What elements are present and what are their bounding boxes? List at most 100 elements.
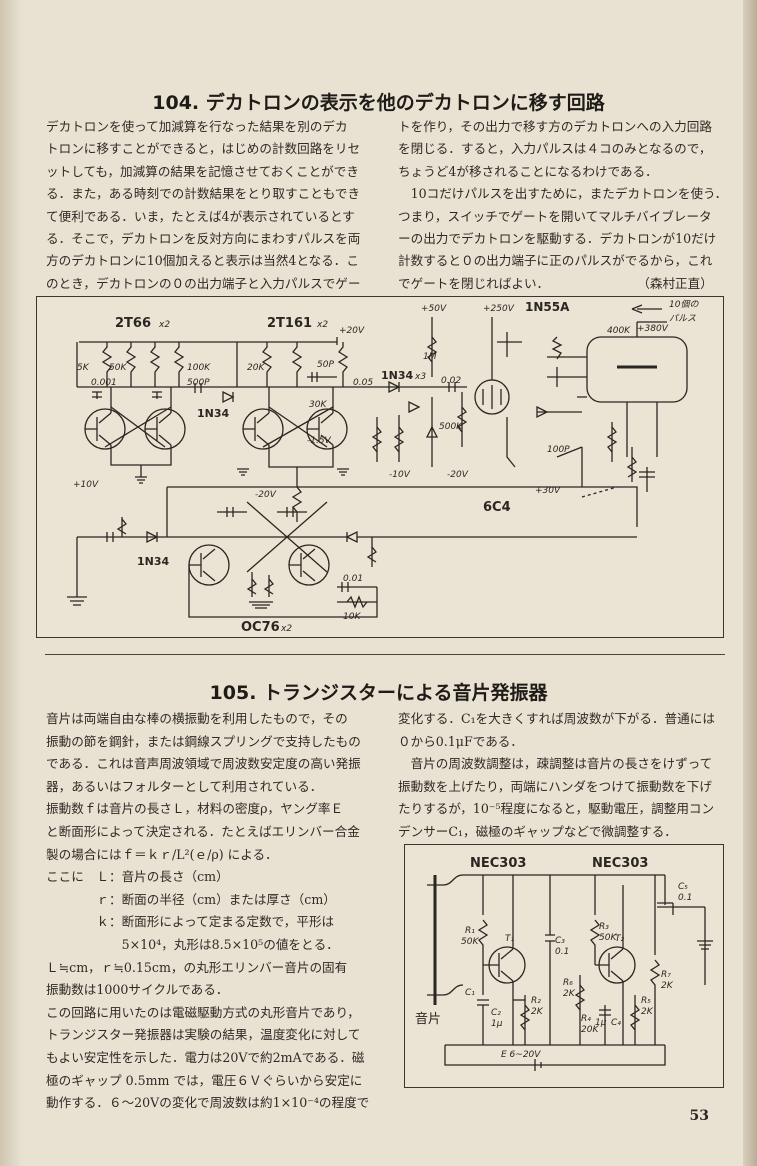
text-line: て便利である．いま，たとえば4が表示されているとす xyxy=(46,208,355,224)
label-6c4: 6C4 xyxy=(483,500,511,515)
label-r2: R₂ xyxy=(531,996,541,1006)
label-r6: R₆ xyxy=(563,978,573,988)
text-line: 変化する．C₁を大きくすれば周波数が下がる．普通には xyxy=(398,711,715,726)
text-line: 10コだけパルスを出すために，またデカトロンを使う． xyxy=(398,186,728,202)
text-line: ーの出力でデカトロンを駆動する．デカトロンが10だけ xyxy=(398,231,717,247)
label-t1: T₁ xyxy=(505,934,514,944)
text-line: 振動数を上げたり，両端にハンダをつけて振動数を下げ xyxy=(398,778,712,794)
label-oc76: OC76 xyxy=(241,620,280,635)
label-400k: 400K xyxy=(607,326,631,336)
book-spine-shadow xyxy=(0,0,22,1166)
text-line: ｒ：断面の半径（cm）または厚さ（cm） xyxy=(46,891,336,907)
label-r5-value: 2K xyxy=(641,1007,654,1017)
text-line: 製の場合にはｆ＝ｋｒ/L²(ｅ/ρ) による． xyxy=(46,846,278,862)
label-c5: C₅ xyxy=(678,882,688,892)
section-105-right-column: 変化する．C₁を大きくすれば周波数が下がる．普通には ０から0.1μFである． … xyxy=(398,708,715,844)
label-r3: R₃ xyxy=(599,922,609,932)
label-1n55a: 1N55A xyxy=(525,300,570,314)
decatron-circuit-figure: 2T66 x2 2T161 x2 +20V +50V +250V 1N55A 1… xyxy=(36,296,724,638)
text-line: 音片の周波数調整は，疎調整は音片の長さをけずって xyxy=(398,756,713,772)
section-104-title: 104. デカトロンの表示を他のデカトロンに移す回路 xyxy=(152,92,605,114)
label-r6-value: 2K xyxy=(563,989,576,999)
label-c1: C₁ xyxy=(465,988,475,998)
text-line: る．そこで，デカトロンを反対方向にまわすパルスを両 xyxy=(46,231,361,247)
text-line: 振動数は1000サイクルである． xyxy=(46,982,229,998)
label-100k: 100K xyxy=(187,363,211,373)
label-plus10v: +10V xyxy=(73,480,99,490)
label-t2: T₂ xyxy=(615,934,624,944)
label-c005: 0.05 xyxy=(353,378,373,388)
label-c4: C₄ xyxy=(611,1018,621,1028)
label-10k: 10K xyxy=(343,612,361,622)
section-105-title: 105. トランジスターによる音片発振器 xyxy=(209,682,548,704)
label-50k: 50K xyxy=(109,363,127,373)
label-r1-value: 50K xyxy=(461,937,479,947)
text-line: ちょうど4が移されることになるわけである． xyxy=(398,163,658,179)
text-line: を閉じる．すると，入力パルスは４コのみとなるので， xyxy=(398,141,712,157)
label-r5: R₅ xyxy=(641,996,651,1006)
text-line: この回路に用いたのは電磁駆動方式の丸形音片であり， xyxy=(46,1004,360,1020)
text-line: ０から0.1μFである． xyxy=(398,733,523,749)
section-104-right-column: トを作り，その出力で移す方のデカトロンへの入力回路 を閉じる．すると，入力パルス… xyxy=(398,116,727,295)
text-line: トランジスター発振器は実験の結果，温度変化に対して xyxy=(46,1027,361,1043)
text-line: る．また，ある時刻での計数結果をとり取すこともでき xyxy=(46,186,361,202)
label-c002: 0.02 xyxy=(441,376,461,386)
label-30k: 30K xyxy=(309,400,327,410)
label-plus250v: +250V xyxy=(483,304,515,314)
text-line: 極のギャップ 0.5mm では，電圧６Ｖぐらいから安定に xyxy=(46,1072,363,1088)
text-line: デンサーC₁，磁極のギャップなどで微調整する． xyxy=(398,823,677,839)
section-105-left-column: 音片は両端自由な棒の横振動を利用したもので，その 振動の節を鋼針，または鋼線スプ… xyxy=(46,708,369,1115)
label-1m: 1M xyxy=(423,352,437,362)
label-minus10v: -10V xyxy=(389,470,411,480)
label-1n34-b: 1N34 xyxy=(137,555,170,568)
label-plus380v: +380V xyxy=(637,324,669,334)
text-line: ｋ：断面形によって定まる定数で，平形は xyxy=(46,914,335,930)
text-line: たりするが，10⁻⁵程度になると，駆動電圧，調整用コン xyxy=(398,801,715,817)
label-500k: 500K xyxy=(439,422,463,432)
text-line: ここに Ｌ：音片の長さ（cm） xyxy=(46,869,229,885)
label-plus50v: +50V xyxy=(421,304,447,314)
label-c2-value: 1μ xyxy=(491,1019,503,1029)
label-1n34-a: 1N34 xyxy=(197,407,230,420)
text-line: と断面形によって決定される．たとえばエリンバー合金 xyxy=(46,823,360,839)
label-r3-value: 50K xyxy=(599,933,617,943)
text-line: トロンに移すことができると，はじめの計数回路をリセ xyxy=(46,141,361,157)
text-line: もよい安定性を示した．電力は20Vで約2mAである．磁 xyxy=(46,1049,365,1065)
label-1n34-x3: 1N34 xyxy=(381,369,414,382)
label-c3-value: 0.1 xyxy=(555,947,569,957)
text-line: つまり，スイッチでゲートを開いてマルチバイブレータ xyxy=(398,208,712,224)
label-c3: C₃ xyxy=(555,936,565,946)
text-line: 計数すると０の出力端子に正のパルスがでるから，これ xyxy=(398,253,713,269)
tuning-fork-oscillator-schematic: NEC303 NEC303 C₅ 0.1 R₁ 50K T₁ R₃ 50K T₂… xyxy=(415,856,713,1071)
label-r4: R₄ xyxy=(581,1014,591,1024)
label-plus20v: +20V xyxy=(339,326,365,336)
label-c001b: 0.01 xyxy=(343,574,363,584)
label-r2-value: 2K xyxy=(531,1007,544,1017)
label-100p: 100P xyxy=(547,445,570,455)
label-r4-value: 20K xyxy=(581,1025,599,1035)
label-plus30v: +30V xyxy=(535,486,561,496)
label-c2: C₂ xyxy=(491,1008,501,1018)
label-r1: R₁ xyxy=(465,926,475,936)
decatron-circuit-schematic: 2T66 x2 2T161 x2 +20V +50V +250V 1N55A 1… xyxy=(67,299,699,635)
label-r7-value: 2K xyxy=(661,981,674,991)
label-50p: 50P xyxy=(317,360,334,370)
text-line: である．これは音声周波領域で周波数安定度の高い発振 xyxy=(46,756,361,772)
label-oc76-count: x2 xyxy=(280,624,292,634)
text-line: トを作り，その出力で移す方のデカトロンへの入力回路 xyxy=(398,119,712,134)
label-r7: R₇ xyxy=(661,970,671,980)
tuning-fork-oscillator-figure: NEC303 NEC303 C₅ 0.1 R₁ 50K T₁ R₃ 50K T₂… xyxy=(404,844,724,1088)
label-minus1-5v: -1.5V xyxy=(307,436,332,446)
label-5k: 5K xyxy=(77,363,90,373)
label-2t66: 2T66 xyxy=(115,316,151,331)
label-c4-value: 1μ xyxy=(595,1018,607,1028)
text-line: のとき，デカトロンの０の出力端子と入力パルスでゲー xyxy=(46,275,361,291)
text-line: ットしても，加減算の結果を記憶させておくことができ xyxy=(46,163,359,179)
text-line: 方のデカトロンに10個加えると表示は当然4となる．こ xyxy=(46,253,359,269)
label-20k: 20K xyxy=(247,363,265,373)
label-nec303-b: NEC303 xyxy=(592,856,648,871)
label-2t161: 2T161 xyxy=(267,316,312,331)
section-104-left-column: デカトロンを使って加減算を行なった結果を別のデカ トロンに移すことができると，は… xyxy=(46,116,360,295)
label-minus20v: -20V xyxy=(447,470,469,480)
text-line: デカトロンを使って加減算を行なった結果を別のデカ xyxy=(46,119,348,134)
